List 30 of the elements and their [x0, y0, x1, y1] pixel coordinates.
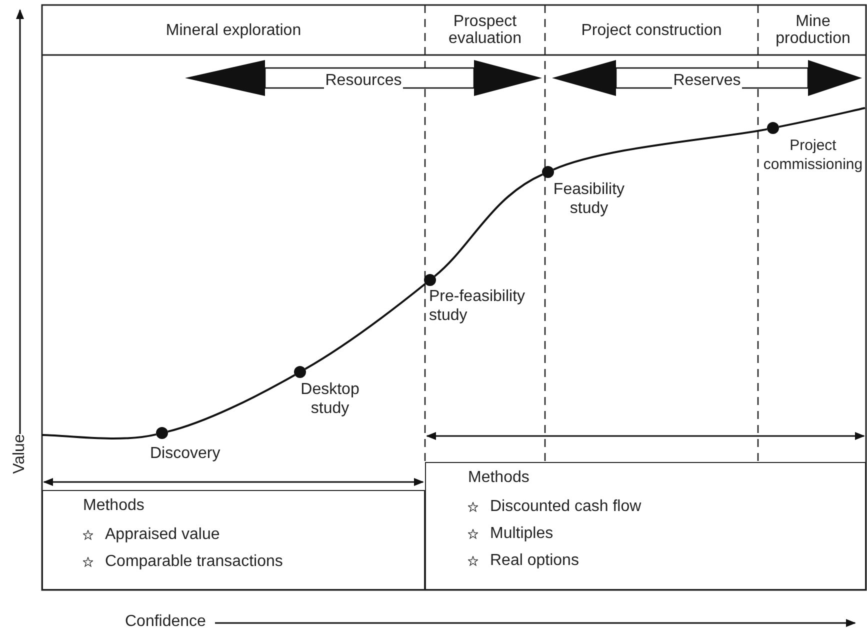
value-curve — [304, 282, 426, 370]
list-heading: Methods — [468, 469, 530, 486]
range-banner: Resources — [185, 60, 542, 96]
methods-panel — [425, 462, 866, 590]
milestone-label: Discovery — [150, 444, 222, 463]
value-curve — [168, 374, 296, 433]
method-item: Real options — [490, 552, 579, 570]
phase-header: Project construction — [548, 6, 755, 54]
value-curve — [778, 107, 866, 128]
value-curve — [434, 174, 543, 277]
method-item: Comparable transactions — [105, 552, 283, 570]
method-item: Multiples — [490, 524, 554, 542]
phase-header: Mineral exploration — [43, 6, 424, 54]
milestone-dot — [156, 427, 168, 439]
value-curve — [42, 433, 156, 440]
milestone-dot — [542, 166, 554, 178]
milestone-label: Pre-feasibility study — [429, 287, 526, 325]
method-item: Discounted cash flow — [490, 498, 642, 516]
milestone-label: Desktop study — [300, 380, 360, 418]
milestone-dot — [767, 122, 779, 134]
methods-panel — [42, 490, 425, 590]
milestone-dot — [294, 366, 306, 378]
axis-label: Confidence — [125, 613, 206, 631]
range-banner: Reserves — [552, 60, 862, 96]
method-item: Appraised value — [105, 526, 220, 544]
milestone-label: Project commissioning — [762, 136, 864, 174]
value-curve — [553, 128, 768, 170]
list-heading: Methods — [83, 497, 144, 514]
milestone-dot — [424, 274, 436, 286]
milestone-label: Feasibility study — [552, 180, 626, 218]
